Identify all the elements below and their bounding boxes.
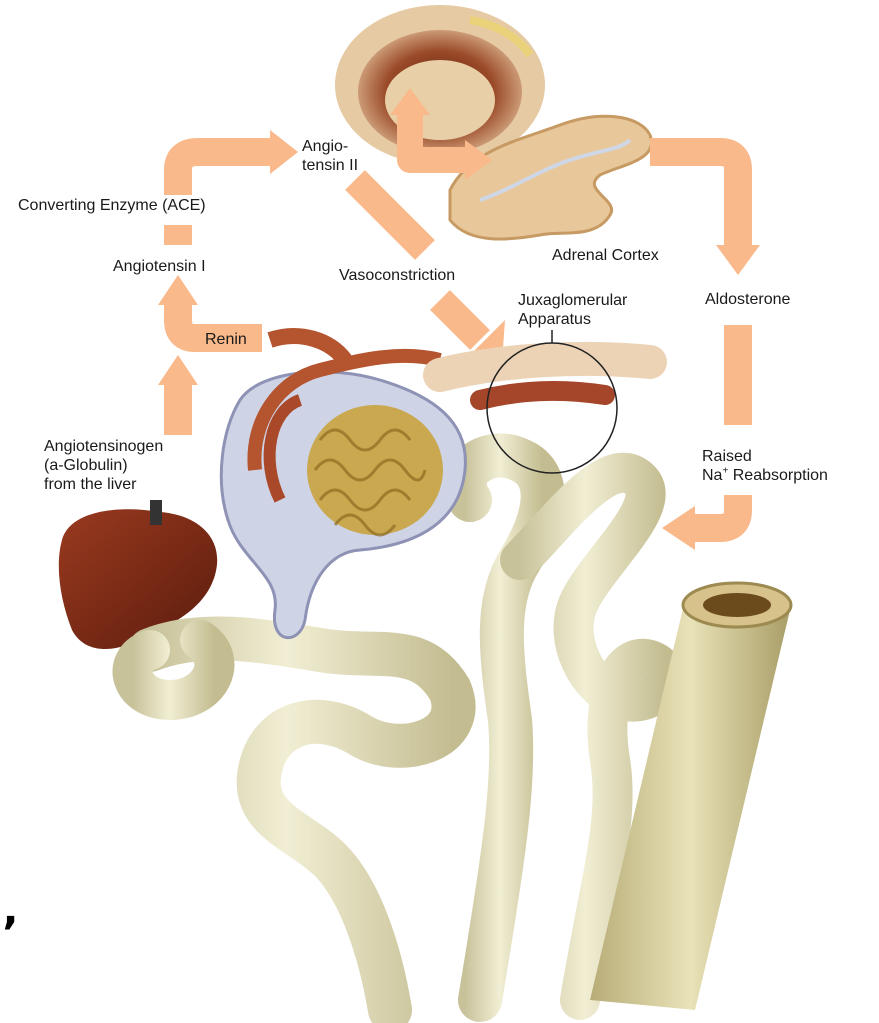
stray-apostrophe-mark: ’ bbox=[2, 912, 19, 956]
vasoconstriction-label: Vasoconstriction bbox=[339, 266, 455, 285]
angiotensinogen-line3: from the liver bbox=[44, 475, 163, 494]
raised-line2: Na+ Reabsorption bbox=[702, 466, 828, 485]
juxtaglomerular-segment bbox=[440, 359, 650, 400]
raised-na-reabsorption-label: Raised Na+ Reabsorption bbox=[702, 447, 828, 485]
raised-line1: Raised bbox=[702, 447, 828, 466]
juxtaglomerular-line2: Apparatus bbox=[518, 310, 627, 329]
angiotensin-ii-line2: tensin II bbox=[302, 156, 358, 175]
converting-enzyme-label: Converting Enzyme (ACE) bbox=[18, 196, 206, 215]
renin-label: Renin bbox=[205, 330, 247, 349]
angiotensinogen-label: Angiotensinogen (a-Globulin) from the li… bbox=[44, 437, 163, 494]
angiotensin-i-label: Angiotensin I bbox=[113, 257, 206, 276]
reabsorption-text: Reabsorption bbox=[728, 467, 828, 484]
na-text: Na bbox=[702, 467, 722, 484]
juxtaglomerular-label: Juxaglomerular Apparatus bbox=[518, 291, 627, 329]
angiotensinogen-line2: (a-Globulin) bbox=[44, 456, 163, 475]
angiotensin-ii-label: Angio- tensin II bbox=[302, 137, 358, 175]
juxtaglomerular-line1: Juxaglomerular bbox=[518, 291, 627, 310]
aldosterone-label: Aldosterone bbox=[705, 290, 790, 309]
angiotensin-ii-line1: Angio- bbox=[302, 137, 358, 156]
adrenal-cortex-label: Adrenal Cortex bbox=[552, 246, 659, 265]
angiotensinogen-line1: Angiotensinogen bbox=[44, 437, 163, 456]
